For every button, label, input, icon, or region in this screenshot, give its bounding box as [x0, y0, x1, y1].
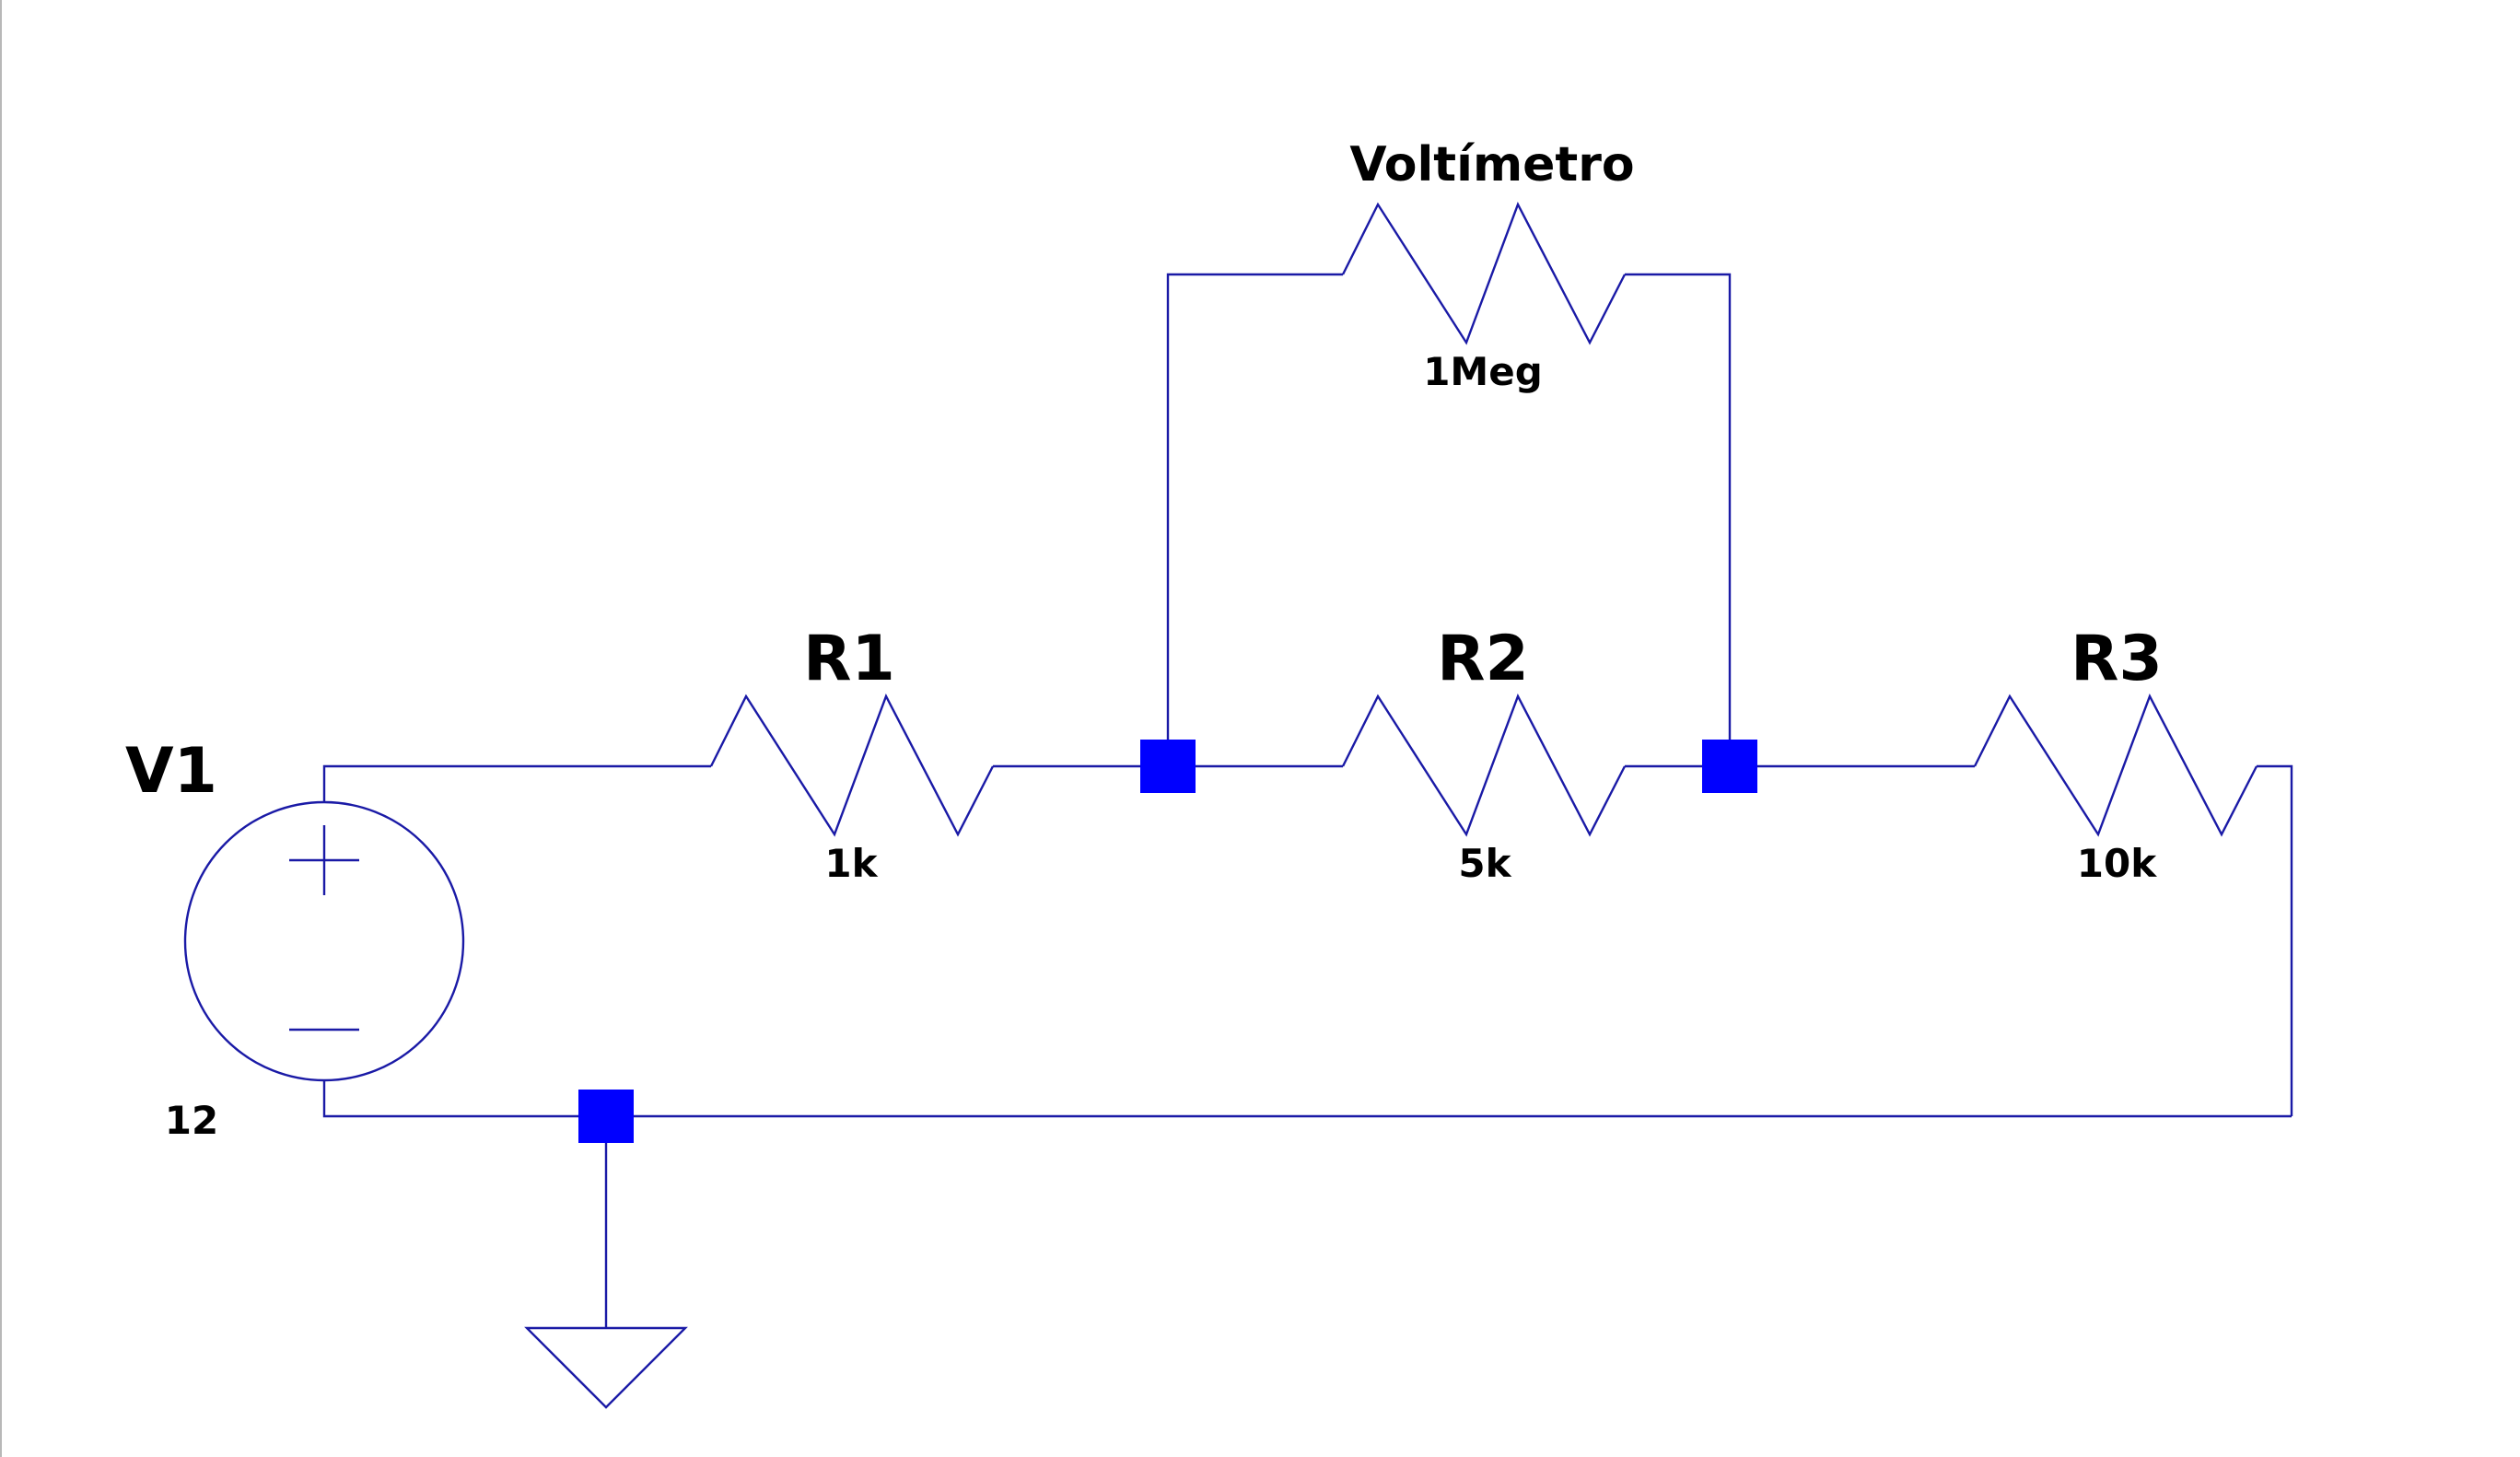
junction-node-b[interactable]	[1702, 740, 1757, 793]
r1-name-label: R1	[803, 623, 895, 695]
ground-icon	[524, 1326, 688, 1409]
r2-name-label: R2	[1437, 623, 1529, 695]
junction-node-a[interactable]	[1140, 740, 1196, 793]
resistor-icon	[1341, 694, 1627, 837]
resistor-icon	[709, 694, 995, 837]
v1-name-label: V1	[125, 735, 217, 808]
junction-node-ground[interactable]	[578, 1090, 634, 1143]
labels: V1 12 R1 1k R2 5k R3 10k Voltímetro 1Meg	[125, 137, 2163, 1143]
resistor-r1[interactable]	[709, 694, 995, 837]
voltimetro-name-label: Voltímetro	[1349, 137, 1634, 192]
wires	[322, 273, 2293, 1328]
resistor-icon	[1341, 202, 1627, 345]
r3-value-label: 10k	[2077, 841, 2157, 886]
resistor-r3[interactable]	[1973, 694, 2258, 837]
resistor-voltimetro[interactable]	[1341, 202, 1627, 345]
resistor-r2[interactable]	[1341, 694, 1627, 837]
wire-return-v1	[322, 1080, 2292, 1118]
wire-r3-return	[2257, 764, 2293, 1116]
r2-value-label: 5k	[1458, 841, 1511, 886]
wire-v1-r1	[322, 764, 711, 802]
voltage-source-icon	[183, 800, 465, 1082]
wire-voltmeter-node-b	[1625, 273, 1732, 766]
junctions	[578, 740, 1757, 1143]
wire-node-a-voltmeter	[1166, 273, 1343, 766]
voltage-source-v1[interactable]	[183, 800, 465, 1082]
r1-value-label: 1k	[824, 841, 878, 886]
voltimetro-value-label: 1Meg	[1423, 349, 1543, 394]
ground[interactable]	[524, 1326, 688, 1409]
resistor-icon	[1973, 694, 2258, 837]
v1-value-label: 12	[165, 1098, 218, 1143]
r3-name-label: R3	[2071, 623, 2163, 695]
